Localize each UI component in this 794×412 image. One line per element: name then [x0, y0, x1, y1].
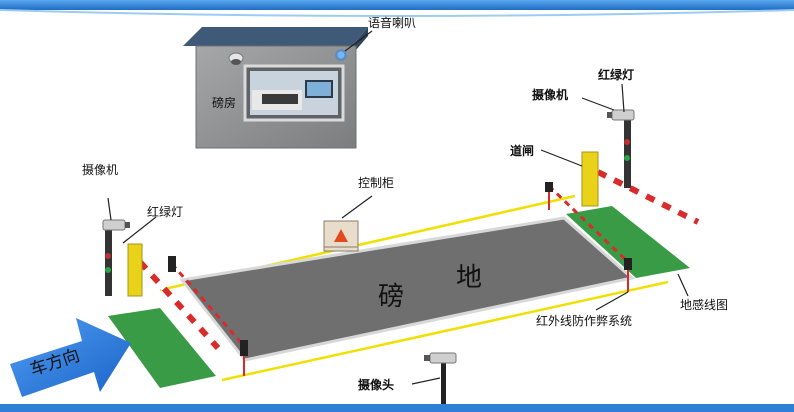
direction-arrow	[10, 318, 131, 397]
barrier-gate-right	[581, 151, 700, 225]
label-traffic-light-left: 红绿灯	[147, 205, 184, 219]
bottom-camera	[424, 352, 457, 404]
label-control-cabinet: 控制柜	[358, 176, 395, 190]
leader-lines	[107, 83, 689, 385]
cabinet-leader	[341, 195, 373, 219]
entry-ground-loop	[108, 308, 216, 388]
speaker-leader	[344, 30, 373, 52]
bottom-band	[0, 404, 794, 412]
control-cabinet-icon	[323, 220, 359, 252]
exit-ground-loop	[566, 206, 690, 278]
label-weighbridge-room: 磅房	[212, 96, 237, 110]
speaker-icon	[335, 49, 347, 61]
barrier-gate-left	[127, 243, 221, 351]
infrared-beam-left	[168, 256, 248, 376]
right-camera-pole	[607, 109, 635, 188]
left-camera-pole	[102, 219, 130, 296]
infrared-beam-right	[545, 182, 632, 292]
label-camera-left: 摄像机	[82, 163, 119, 177]
label-ground-loop: 地感线图	[680, 298, 729, 312]
weighbridge-room	[183, 27, 368, 149]
scale-char-1: 磅	[378, 282, 405, 312]
label-camera-head: 摄像头	[358, 378, 395, 392]
scale-platform	[179, 216, 636, 362]
label-camera-top-right: 摄像机	[532, 88, 569, 102]
label-traffic-light-top-right: 红绿灯	[598, 68, 635, 82]
label-infrared-system: 红外线防作弊系统	[536, 314, 633, 328]
scale-char-2: 地	[456, 263, 483, 293]
dome-camera-icon	[228, 52, 244, 65]
top-band	[0, 0, 794, 10]
label-barrier-gate: 道闸	[510, 144, 535, 158]
label-speaker: 语音喇叭	[368, 16, 417, 30]
